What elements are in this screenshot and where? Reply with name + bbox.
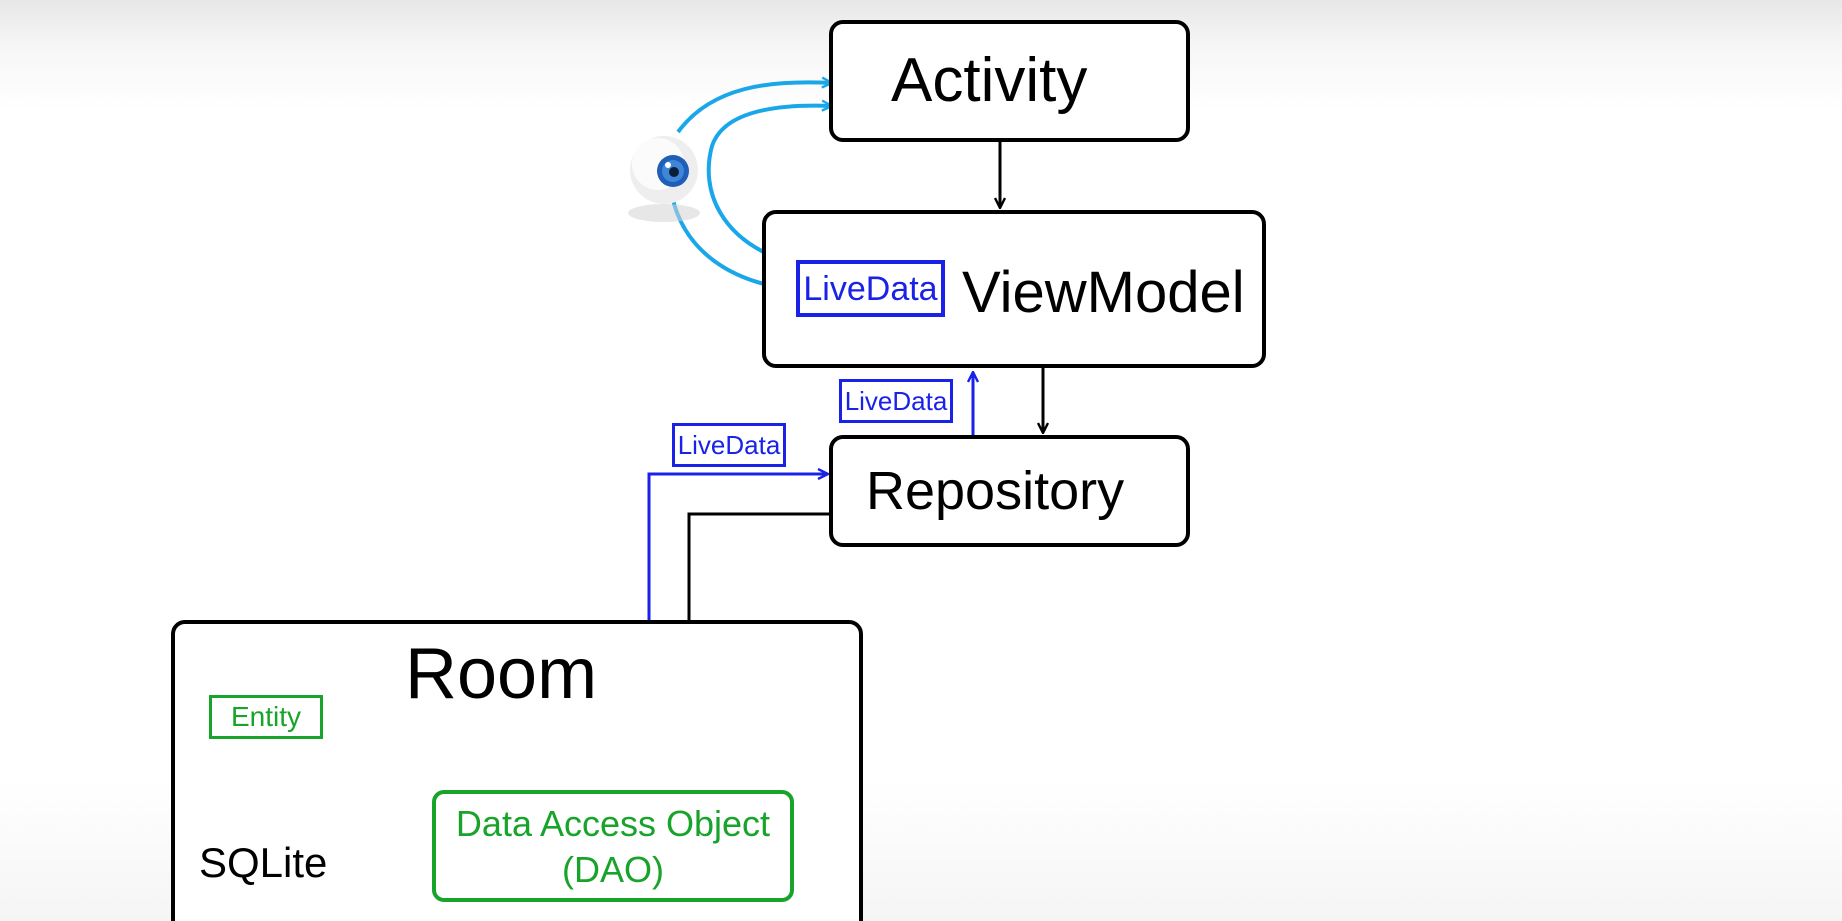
viewmodel-label: ViewModel — [962, 260, 1245, 325]
repository-livedata-tag: LiveData — [839, 379, 953, 423]
sqlite-label: SQLite — [199, 839, 328, 886]
observer-arc-inner-to-activity — [706, 106, 832, 264]
eye-icon — [628, 136, 700, 222]
dao-livedata-tag: LiveData — [672, 423, 786, 467]
dao-label-line2: (DAO) — [562, 849, 664, 890]
repository-label: Repository — [866, 461, 1125, 521]
entity-tag: Entity — [209, 695, 323, 739]
activity-label: Activity — [891, 46, 1088, 115]
activity-node: Activity — [829, 20, 1190, 142]
dao-node: Data Access Object (DAO) — [432, 790, 794, 902]
viewmodel-livedata-tag: LiveData — [796, 260, 945, 317]
dao-label-line1: Data Access Object — [455, 803, 771, 844]
room-label: Room — [405, 634, 598, 714]
viewmodel-node: ViewModel — [762, 210, 1266, 368]
repository-node: Repository — [829, 435, 1190, 547]
observer-arc-outer-to-activity — [676, 82, 832, 134]
